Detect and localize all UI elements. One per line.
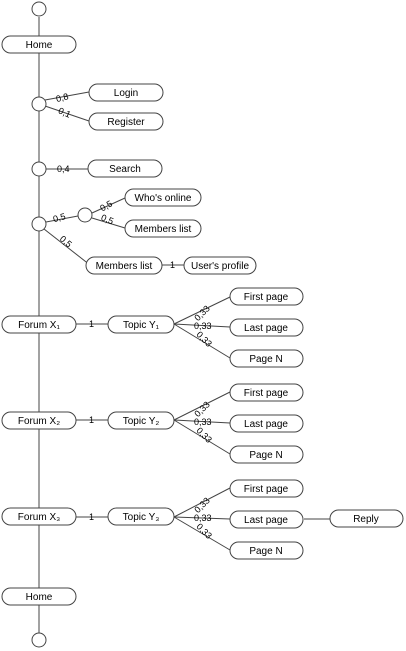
edge-label-members-list-b: 0,5 — [58, 234, 74, 250]
edge-register — [44, 105, 90, 122]
junction-members — [31, 216, 47, 232]
node-page-n-3: Page N — [229, 541, 304, 560]
junction-whos-online — [77, 207, 93, 223]
edge-members-list-a — [91, 217, 126, 229]
edge-t3-pagen — [173, 516, 231, 551]
edge-label-forum-x2-topic: 1 — [89, 415, 94, 425]
node-first-page-1: First page — [229, 287, 304, 306]
node-register-label: Register — [107, 117, 145, 128]
node-page-n-3-label: Page N — [249, 546, 282, 557]
node-members-list-b: Members list — [85, 256, 163, 275]
node-users-profile: User's profile — [183, 256, 257, 275]
node-topic-y1-label: Topic Y₁ — [123, 320, 160, 331]
node-members-list-b-label: Members list — [96, 261, 153, 272]
node-forum-x3: Forum X₃ — [1, 507, 77, 526]
node-register: Register — [88, 112, 164, 131]
node-topic-y2: Topic Y₂ — [107, 411, 175, 430]
branch-circles — [31, 1, 93, 648]
node-first-page-3: First page — [229, 479, 304, 498]
node-last-page-1-label: Last page — [244, 323, 288, 334]
edge-t1-last — [173, 323, 231, 328]
node-home-top: Home — [1, 35, 77, 54]
edge-label-forum-x1-topic: 1 — [89, 319, 94, 329]
edge-labels: 0,8 0,1 0,4 0,5 0,5 0,5 0,5 1 1 0,33 0,3… — [52, 91, 214, 541]
node-reply-label: Reply — [353, 514, 379, 525]
edge-t3-last — [173, 516, 231, 520]
edge-branch-members — [45, 215, 79, 223]
node-users-profile-label: User's profile — [191, 261, 249, 272]
node-members-list-a: Members list — [124, 219, 202, 238]
connector-lines — [38, 17, 330, 633]
node-topic-y1: Topic Y₁ — [107, 315, 175, 334]
node-topic-y3: Topic Y₃ — [107, 507, 175, 526]
junction-search — [31, 161, 47, 177]
edge-label-t3-first: 0,33 — [192, 495, 211, 514]
node-search-label: Search — [109, 164, 141, 175]
edge-label-members-list-a: 0,5 — [100, 212, 115, 226]
edge-members-list-b — [43, 228, 91, 266]
edge-login — [44, 91, 90, 101]
edge-label-t2-last: 0,33 — [194, 417, 212, 427]
start-circle — [31, 1, 47, 17]
edge-label-t3-pagen: 0,33 — [194, 521, 213, 540]
node-forum-x1: Forum X₁ — [1, 315, 77, 334]
edge-label-login: 0,8 — [55, 91, 70, 104]
node-last-page-1: Last page — [229, 318, 304, 337]
end-circle — [31, 632, 47, 648]
edge-label-profile: 1 — [170, 260, 175, 270]
edge-t2-pagen — [173, 419, 231, 455]
node-forum-x2-label: Forum X₂ — [18, 416, 60, 427]
node-last-page-2-label: Last page — [244, 419, 288, 430]
junction-login-register — [31, 96, 47, 112]
node-first-page-2-label: First page — [244, 388, 289, 399]
node-members-list-a-label: Members list — [135, 224, 192, 235]
node-last-page-2: Last page — [229, 414, 304, 433]
edge-label-t1-first: 0,33 — [192, 303, 211, 322]
edge-t2-last — [173, 419, 231, 424]
node-forum-x3-label: Forum X₃ — [18, 512, 60, 523]
edge-t1-first — [173, 296, 231, 325]
node-home-bottom-label: Home — [26, 592, 53, 603]
node-home-bottom: Home — [1, 587, 77, 606]
edge-label-t1-last: 0,33 — [194, 321, 212, 331]
edge-t2-first — [173, 391, 231, 421]
edge-label-whos-online: 0,5 — [98, 198, 114, 213]
edge-label-forum-x3-topic: 1 — [89, 512, 94, 522]
node-page-n-1-label: Page N — [249, 354, 282, 365]
edge-t1-pagen — [173, 323, 231, 359]
node-reply: Reply — [329, 509, 404, 528]
node-page-n-2: Page N — [229, 445, 304, 464]
edge-label-branch-members: 0,5 — [52, 211, 67, 224]
node-login: Login — [88, 83, 164, 102]
node-last-page-3-label: Last page — [244, 515, 288, 526]
edge-label-register: 0,1 — [57, 105, 73, 119]
node-forum-x1-label: Forum X₁ — [18, 320, 60, 331]
node-last-page-3: Last page — [229, 510, 304, 529]
page-nodes: Home Login Register Search Who's online … — [1, 35, 404, 606]
node-forum-x2: Forum X₂ — [1, 411, 77, 430]
node-page-n-1: Page N — [229, 349, 304, 368]
node-topic-y3-label: Topic Y₃ — [123, 512, 160, 523]
node-first-page-2: First page — [229, 383, 304, 402]
node-page-n-2-label: Page N — [249, 450, 282, 461]
node-home-top-label: Home — [26, 40, 53, 51]
node-search: Search — [87, 159, 163, 178]
node-login-label: Login — [114, 88, 138, 99]
node-whos-online: Who's online — [124, 188, 202, 207]
edge-t3-first — [173, 487, 231, 518]
node-whos-online-label: Who's online — [135, 193, 192, 204]
node-first-page-1-label: First page — [244, 292, 289, 303]
edge-whos-online — [91, 197, 126, 214]
edge-label-t3-last: 0,33 — [194, 513, 212, 523]
node-first-page-3-label: First page — [244, 484, 289, 495]
edge-label-search: 0,4 — [57, 164, 70, 174]
node-topic-y2-label: Topic Y₂ — [123, 416, 160, 427]
